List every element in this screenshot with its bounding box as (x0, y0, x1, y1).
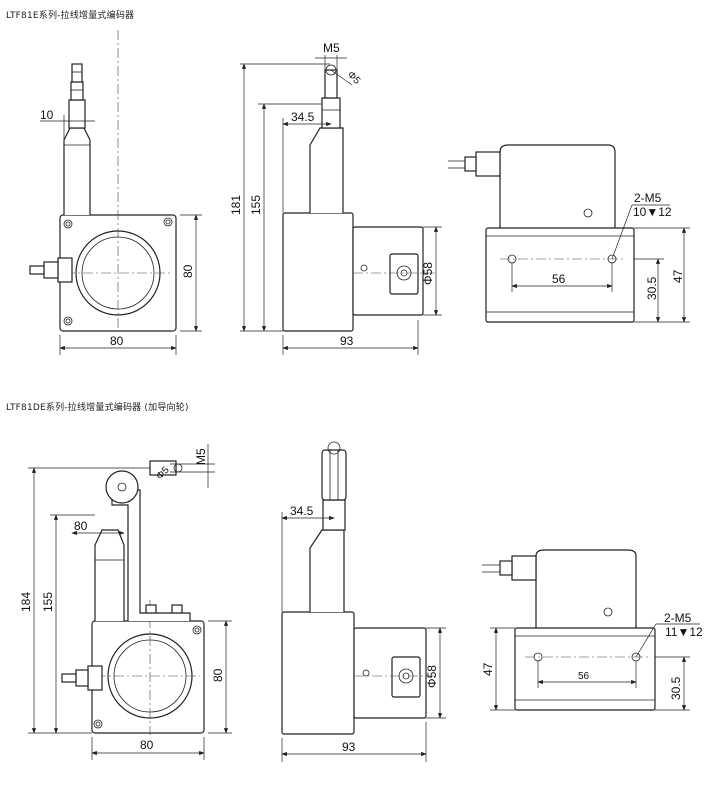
s2-right-hole-depth: 11▼12 (665, 625, 703, 639)
s2-thread: M5 (194, 448, 208, 465)
s1-side-height-181: 181 (229, 195, 243, 215)
s1-front-width: 80 (110, 334, 124, 348)
section1-title: LTF81E系列-拉线增量式编码器 (6, 11, 135, 21)
s1-side-view (240, 55, 442, 355)
s1-front-height: 80 (181, 264, 195, 278)
s2-front-height-155: 155 (41, 592, 55, 612)
s1-side-diameter: Φ58 (421, 262, 435, 285)
s2-right-view (482, 549, 700, 711)
s1-right-h2: 47 (671, 269, 685, 283)
s2-side-view (281, 441, 446, 762)
s1-hole-dia: Φ5 (345, 69, 363, 87)
s2-right-h2: 47 (481, 662, 495, 676)
s2-right-spacing: 56 (578, 671, 590, 682)
s1-front-view (29, 30, 202, 355)
s1-right-holes: 2-M5 (634, 191, 662, 205)
s2-side-offset: 34.5 (290, 504, 314, 518)
s2-front-width: 80 (140, 738, 154, 752)
s1-cable-offset: 10 (40, 108, 54, 122)
s1-side-height-155: 155 (249, 195, 263, 215)
s2-side-depth: 93 (342, 740, 356, 754)
s1-thread: M5 (323, 41, 340, 55)
s1-right-hole-depth: 10▼12 (633, 205, 672, 219)
s2-right-h1: 30.5 (669, 676, 683, 700)
s2-front-view (28, 444, 232, 760)
s1-side-offset: 34.5 (291, 110, 315, 124)
s2-right-holes: 2-M5 (664, 611, 692, 625)
s2-front-offset: 80 (74, 519, 88, 533)
s1-right-spacing: 56 (552, 272, 566, 286)
s1-right-view (448, 144, 690, 323)
s1-side-depth: 93 (340, 334, 354, 348)
section2-title: LTF81DE系列-拉线增量式编码器 (加导向轮) (6, 403, 189, 413)
s1-right-h1: 30.5 (645, 276, 659, 300)
s2-front-height: 80 (211, 668, 225, 682)
s2-front-height-184: 184 (19, 592, 33, 612)
s2-side-diameter: Φ58 (425, 665, 439, 688)
